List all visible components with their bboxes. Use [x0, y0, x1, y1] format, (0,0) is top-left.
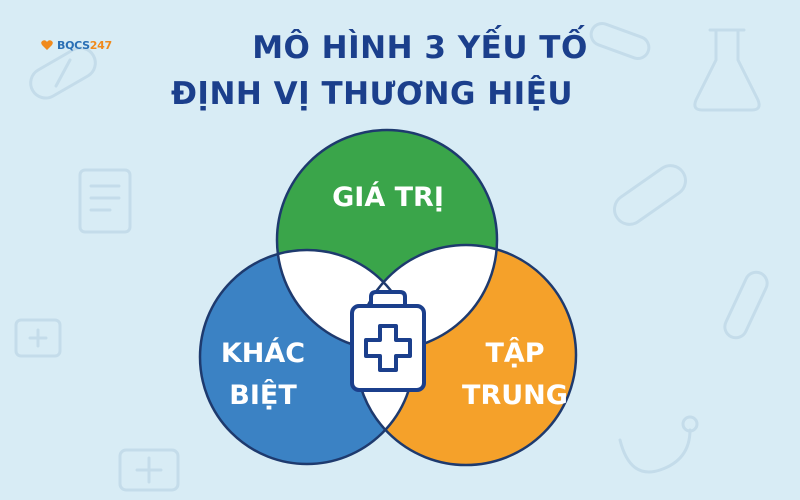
heart-logo-icon	[41, 40, 53, 50]
clipboard-medical-icon	[350, 290, 426, 392]
title-line-1: MÔ HÌNH 3 YẾU TỐ	[252, 30, 588, 66]
label-gia-tri: GIÁ TRỊ	[332, 181, 444, 213]
document-icon	[78, 168, 132, 234]
label-tap-trung-line1: TẬP	[485, 337, 544, 369]
medical-kit-icon	[14, 318, 62, 358]
overlap-top-right	[356, 245, 497, 350]
label-tap-trung-line2: TRUNG	[462, 380, 568, 411]
flask-icon	[693, 28, 761, 112]
overlap-top-left	[277, 250, 414, 350]
test-tube-icon	[723, 270, 769, 340]
capsule-icon	[613, 164, 687, 226]
logo-text: BQCS247	[57, 38, 112, 52]
capsule-icon	[589, 22, 651, 60]
title-line-2: ĐỊNH VỊ THƯƠNG HIỆU	[170, 76, 574, 112]
label-khac-biet-line2: BIỆT	[229, 379, 297, 411]
label-khac-biet-line1: KHÁC	[221, 337, 305, 369]
medical-kit-icon	[118, 448, 180, 492]
brand-logo: BQCS247	[40, 38, 112, 52]
stethoscope-icon	[618, 415, 699, 474]
pill-icon	[29, 46, 97, 100]
